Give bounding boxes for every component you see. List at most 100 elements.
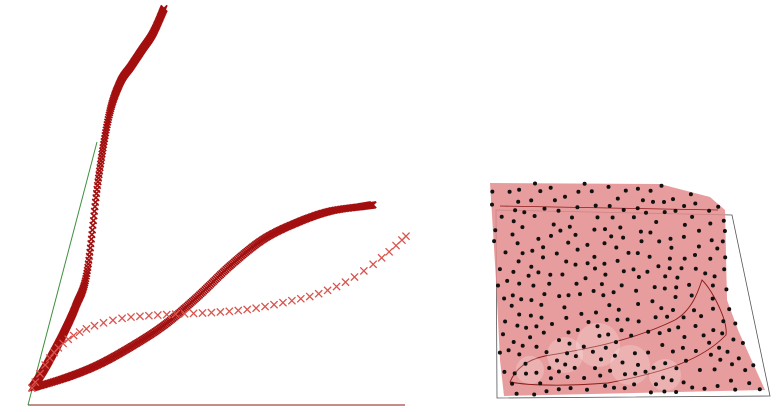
series-3-marker: [207, 308, 216, 317]
scatter-point: [720, 239, 725, 244]
surface-contour: [509, 279, 727, 386]
scatter-point: [722, 229, 727, 233]
scatter-point: [697, 368, 702, 372]
scatter-point: [519, 297, 524, 302]
scatter-point: [510, 232, 515, 237]
scatter-point: [662, 389, 667, 394]
surface-scatter-canvas: [490, 181, 771, 399]
scatter-point: [716, 204, 721, 209]
scatter-point: [564, 259, 569, 264]
scatter-point: [606, 332, 611, 337]
scatter-point: [522, 210, 527, 215]
scatter-point: [622, 386, 627, 391]
scatter-point: [529, 198, 534, 203]
scatter-point: [529, 298, 534, 303]
scatter-point: [663, 274, 668, 279]
scatter-point: [614, 245, 619, 250]
scatter-point: [647, 254, 652, 259]
series-3-marker: [41, 360, 50, 370]
scatter-point: [574, 281, 579, 286]
scatter-point: [502, 369, 507, 374]
scatter-point: [503, 250, 508, 255]
scatter-point: [707, 208, 712, 213]
scatter-point: [638, 229, 643, 234]
scatter-point: [682, 222, 687, 227]
scatter-point: [682, 256, 687, 261]
scatter-point: [693, 266, 698, 271]
scatter-point: [636, 362, 640, 367]
scatter-point: [502, 296, 507, 301]
scatter-point: [590, 349, 595, 354]
scatter-point: [636, 275, 641, 279]
scatter-point: [703, 271, 708, 276]
scatter-point: [529, 264, 534, 269]
scatter-point: [565, 375, 570, 379]
scatter-point: [511, 219, 516, 224]
scatter-point: [618, 225, 623, 230]
series-3-marker: [341, 278, 350, 287]
scatter-point: [657, 331, 662, 336]
scatter-point: [573, 262, 578, 267]
scatter-point: [493, 228, 498, 233]
scatter-point: [570, 215, 574, 220]
scatter-point: [721, 319, 726, 324]
scatter-point: [532, 214, 537, 218]
scatter-point: [648, 188, 653, 193]
scatter-point: [607, 204, 612, 208]
scatter-point: [644, 210, 648, 215]
scatter-point: [693, 349, 698, 353]
scatter-point: [528, 335, 533, 340]
scatter-point: [743, 368, 748, 373]
scatter-point: [616, 307, 621, 312]
series-3-marker: [243, 305, 252, 314]
series-3-marker: [252, 304, 261, 313]
series-3-marker: [314, 289, 323, 298]
scatter-point: [539, 315, 544, 320]
scatter-point: [520, 343, 525, 348]
series-3-marker: [287, 296, 296, 305]
scatter-point: [534, 324, 539, 329]
scatter-point: [667, 266, 672, 271]
scatter-point: [551, 222, 556, 227]
scatter-point: [602, 261, 607, 266]
scatter-point: [536, 270, 541, 275]
scatter-point: [740, 341, 745, 345]
scatter-point: [595, 215, 600, 220]
scatter-point: [721, 218, 726, 223]
scatter-point: [515, 241, 520, 246]
scatter-point: [643, 369, 648, 374]
scatter-point: [708, 352, 713, 357]
scatter-point: [490, 202, 494, 207]
scatter-point: [733, 321, 738, 326]
scatter-point: [725, 349, 730, 354]
scatter-point: [609, 234, 614, 239]
scatter-point: [534, 344, 539, 349]
surface: [490, 183, 765, 396]
scatter-point: [601, 293, 606, 298]
scatter-point: [676, 325, 681, 330]
scatter-point: [681, 315, 686, 320]
scatter-point: [523, 361, 528, 366]
series-3-marker: [234, 306, 243, 315]
surface-top-edge: [499, 205, 719, 211]
scatter-point: [724, 287, 729, 292]
scatter-point: [757, 387, 762, 392]
scatter-point: [636, 302, 641, 306]
scatter-point: [722, 267, 727, 272]
series-3-marker: [189, 309, 198, 318]
scatter-point: [621, 208, 626, 212]
scatter-point: [712, 274, 717, 279]
scatter-point: [645, 269, 650, 274]
scatter-point: [567, 341, 572, 346]
scatter-point: [660, 343, 665, 347]
scatter-point: [675, 275, 680, 280]
scatter-point: [575, 247, 580, 252]
scatter-point: [659, 183, 664, 188]
scatter-point: [602, 241, 607, 246]
scatter-point: [626, 250, 631, 255]
scatter-point: [592, 227, 597, 232]
scatter-point: [614, 340, 618, 345]
scatter-point: [648, 230, 653, 235]
scatter-point: [674, 285, 679, 290]
series-3-marker: [278, 298, 287, 307]
